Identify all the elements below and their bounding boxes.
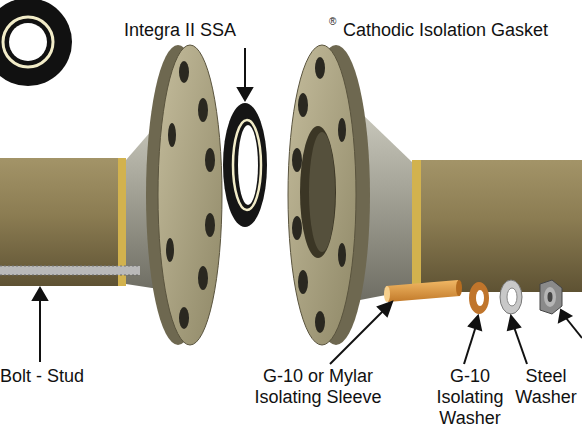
part-label: Steel Washer <box>510 366 582 408</box>
steel-washer <box>500 280 522 314</box>
left-pipe <box>0 115 170 290</box>
registered-mark: ® <box>329 16 343 28</box>
part-label: G-10 Isolating Washer <box>425 366 515 429</box>
right-flange <box>288 45 370 345</box>
part-label: Bolt - Stud <box>0 366 125 387</box>
bolt-stud <box>0 266 140 275</box>
isolation-gasket <box>223 103 267 227</box>
part-label: G-10 or Mylar Isolating Sleeve <box>253 366 383 408</box>
left-flange <box>146 45 222 345</box>
callout-title: Cathodic Isolation Gasket <box>343 20 582 41</box>
callout-title: Integra II SSA <box>124 20 329 41</box>
leader-lines <box>33 48 582 364</box>
g10-washer <box>469 282 489 314</box>
right-pipe <box>350 112 582 300</box>
gasket-inset <box>0 0 72 86</box>
isolating-sleeve <box>384 280 462 302</box>
hex-nut <box>540 280 562 314</box>
